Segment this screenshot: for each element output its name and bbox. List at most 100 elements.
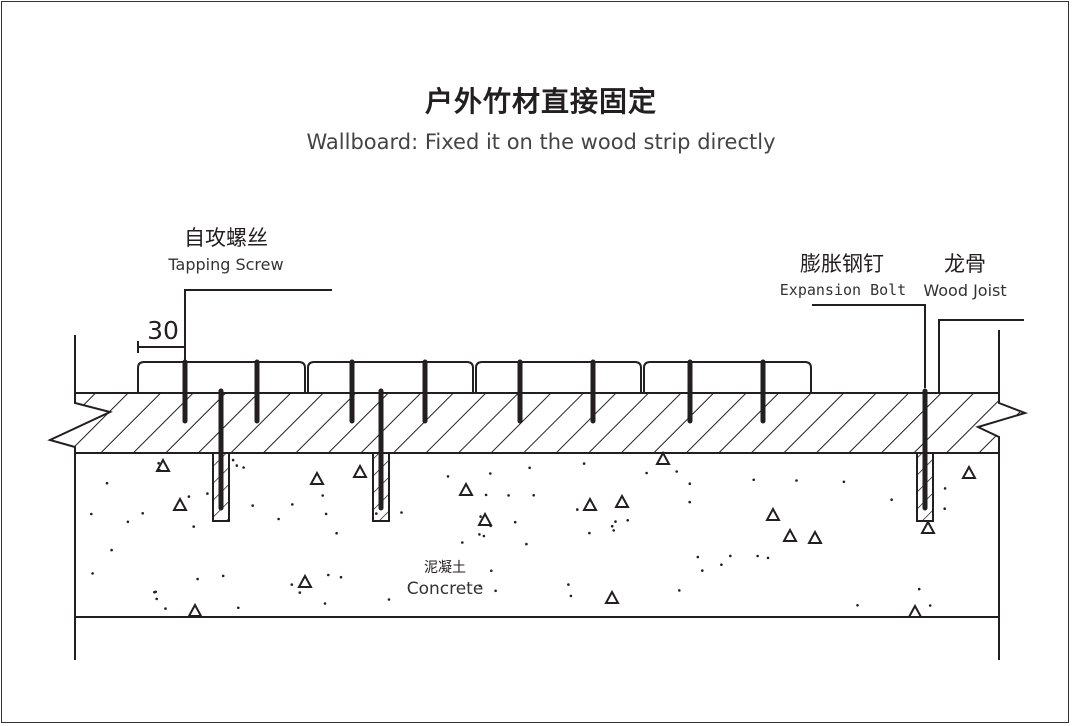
aggregate-dot (327, 573, 330, 577)
aggregate-triangle (604, 589, 620, 604)
aggregate-dot (678, 589, 681, 592)
aggregate-dot (321, 494, 325, 497)
aggregate-dot (242, 466, 245, 469)
aggregate-dot (277, 517, 280, 521)
aggregate-dot (105, 481, 109, 485)
tapping-screw-label-en: Tapping Screw (168, 255, 284, 274)
aggregate-dot (231, 458, 235, 462)
aggregate-dot (489, 472, 492, 475)
dimension-30 (137, 341, 185, 353)
aggregate-dot (479, 515, 482, 518)
page-title: 户外竹材直接固定 (424, 85, 658, 118)
aggregate-dot (626, 519, 629, 522)
aggregate-dot (90, 512, 93, 516)
aggregate-dot (890, 498, 893, 502)
aggregate-dot (856, 604, 859, 607)
aggregate-dot (192, 525, 195, 528)
aggregate-dot (842, 480, 846, 484)
tapping-screws (182, 359, 766, 424)
aggregate-triangle (582, 496, 598, 511)
aggregate-triangle (782, 527, 798, 542)
bamboo-board (307, 361, 474, 393)
aggregate-dot (766, 556, 770, 560)
aggregate-dot (110, 548, 113, 552)
aggregate-triangle (614, 493, 630, 508)
bamboo-board (137, 361, 306, 393)
aggregate-triangle (297, 573, 313, 588)
aggregate-triangle (655, 450, 671, 465)
expansion-bolt-label-en: Expansion Bolt (779, 281, 907, 299)
aggregate-dot (187, 495, 191, 498)
aggregate-triangle (458, 481, 474, 496)
aggregate-dot (461, 541, 464, 544)
aggregate-triangle (187, 602, 203, 617)
aggregate-dot (688, 500, 691, 504)
aggregate-dot (489, 524, 493, 528)
aggregate-dot (610, 524, 614, 528)
aggregate-dot (235, 464, 239, 467)
aggregate-triangle (352, 463, 368, 478)
aggregate-dot (528, 466, 531, 470)
aggregate-dot (335, 531, 338, 535)
aggregate-dot (339, 575, 343, 579)
expansion-bolt-label-cn: 膨胀钢钉 (800, 252, 884, 276)
concrete-aggregate (90, 450, 977, 618)
wood-joist-leader (938, 319, 1024, 393)
aggregate-dot (494, 589, 497, 593)
aggregate-dot (482, 534, 486, 538)
aggregate-dot (153, 590, 156, 594)
aggregate-dot (157, 461, 160, 465)
aggregate-dot (701, 569, 704, 572)
aggregate-dot (507, 494, 510, 497)
aggregate-dot (756, 554, 759, 558)
aggregate-dot (729, 554, 732, 558)
aggregate-dot (291, 503, 294, 506)
aggregate-dot (206, 492, 209, 495)
concrete-slab (74, 453, 1000, 660)
aggregate-dot (696, 555, 700, 559)
aggregate-dot (478, 584, 482, 588)
bamboo-board (643, 361, 812, 393)
aggregate-dot (720, 563, 723, 566)
wood-joist-label-en: Wood Joist (923, 281, 1007, 300)
aggregate-dot (237, 606, 240, 610)
aggregate-dot (484, 493, 488, 497)
expansion-bolt-leader (812, 304, 926, 388)
aggregate-dot (569, 594, 573, 598)
aggregate-dot (532, 494, 535, 497)
aggregate-dot (324, 512, 328, 516)
bamboo-boards (137, 361, 812, 393)
aggregate-dot (490, 569, 493, 573)
aggregate-dot (645, 471, 648, 475)
aggregate-dot (588, 531, 591, 535)
aggregate-dot (298, 591, 302, 594)
aggregate-dot (126, 520, 130, 524)
tapping-screw-label-cn: 自攻螺丝 (184, 226, 268, 250)
concrete-label-cn: 泥凝土 (424, 560, 466, 576)
aggregate-triangle (155, 457, 171, 472)
aggregate-triangle (920, 519, 936, 534)
aggregate-dot (795, 479, 798, 482)
aggregate-dot (943, 487, 947, 490)
aggregate-dot (158, 469, 161, 472)
aggregate-triangle (907, 603, 923, 618)
aggregate-dot (612, 529, 615, 532)
wood-joist-label-cn: 龙骨 (944, 252, 986, 276)
aggregate-dot (576, 508, 579, 511)
aggregate-dot (323, 602, 327, 605)
aggregate-dot (917, 587, 921, 591)
aggregate-dot (400, 511, 403, 514)
aggregate-triangle (765, 506, 781, 521)
dimension-value: 30 (147, 316, 179, 345)
aggregate-dot (478, 533, 481, 536)
tapping-screw-leader (184, 289, 332, 362)
aggregate-dot (196, 577, 199, 581)
aggregate-dot (582, 462, 586, 465)
aggregate-dot (221, 574, 225, 578)
aggregate-dot (91, 572, 94, 575)
aggregate-dot (688, 482, 692, 486)
wood-joist (47, 392, 1029, 454)
aggregate-triangle (477, 511, 493, 526)
